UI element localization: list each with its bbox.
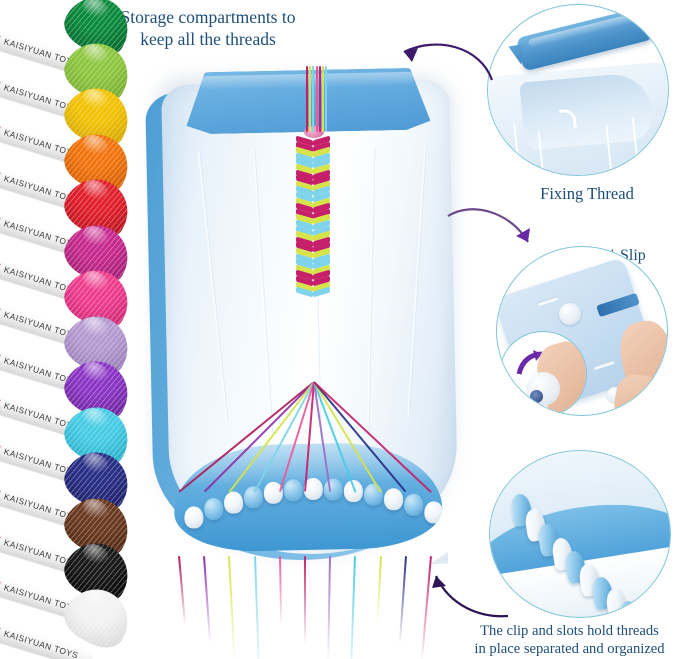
feed-thread xyxy=(322,66,324,132)
bracelet-stitch xyxy=(296,286,313,298)
board-ridge xyxy=(406,145,427,418)
peg xyxy=(223,490,244,514)
hanging-thread-tail xyxy=(327,555,332,659)
arrow-to-storage-lid xyxy=(403,43,494,81)
feed-thread xyxy=(306,66,308,132)
hanging-thread-tail xyxy=(228,555,236,659)
woven-bracelet xyxy=(296,62,336,392)
board-ridge xyxy=(252,149,274,435)
feed-thread xyxy=(325,66,328,132)
hanging-thread-tail xyxy=(350,555,357,659)
peg xyxy=(283,478,304,502)
inset1-open-lid xyxy=(515,5,661,72)
caption-fixing-thread: Fixing Thread xyxy=(540,184,634,203)
bracelet-row xyxy=(296,286,330,298)
peg xyxy=(184,506,204,529)
lid-notch xyxy=(430,552,448,564)
hanging-thread-tail xyxy=(253,555,260,659)
mounting-hole xyxy=(530,390,543,403)
peg xyxy=(243,485,264,508)
bracelet-maker-board xyxy=(145,62,459,564)
feed-thread xyxy=(312,66,315,132)
anti-slip-foot xyxy=(559,303,581,325)
inset2-magnifier-circle xyxy=(499,331,587,415)
feed-thread xyxy=(318,66,321,132)
skein-brand-label: KAISIYUAN TOYS xyxy=(2,627,80,659)
peg xyxy=(323,477,344,501)
feed-thread xyxy=(309,66,312,132)
board-ridge xyxy=(366,146,376,433)
peg xyxy=(363,482,384,506)
inset-peg-slots-detail xyxy=(489,450,671,618)
hanging-thread-tail xyxy=(375,555,382,626)
caption-storage-compartments: Storage compartments to keep all the thr… xyxy=(120,7,296,50)
hanging-thread-tail xyxy=(203,555,212,644)
hanging-thread-tail xyxy=(278,555,283,627)
arrow-to-anti-slip xyxy=(447,208,530,243)
embroidery-floss-bundle xyxy=(57,577,139,656)
inset-anti-slip-detail xyxy=(496,246,668,416)
hanging-thread-tail xyxy=(304,556,306,644)
feed-thread xyxy=(315,66,318,132)
peg xyxy=(383,487,404,510)
peg xyxy=(403,493,424,517)
board-ridge xyxy=(197,150,229,422)
inset-clip-lid-detail xyxy=(487,4,669,176)
hanging-thread-tail xyxy=(178,555,187,626)
peg xyxy=(204,497,224,521)
caption-clip-and-slots: The clip and slots hold threads in place… xyxy=(474,623,665,658)
brand-logo-icon: S xyxy=(0,622,1,638)
peg xyxy=(424,501,444,524)
arrow-to-peg-slots xyxy=(432,575,509,618)
bracelet-stitch xyxy=(313,286,330,298)
